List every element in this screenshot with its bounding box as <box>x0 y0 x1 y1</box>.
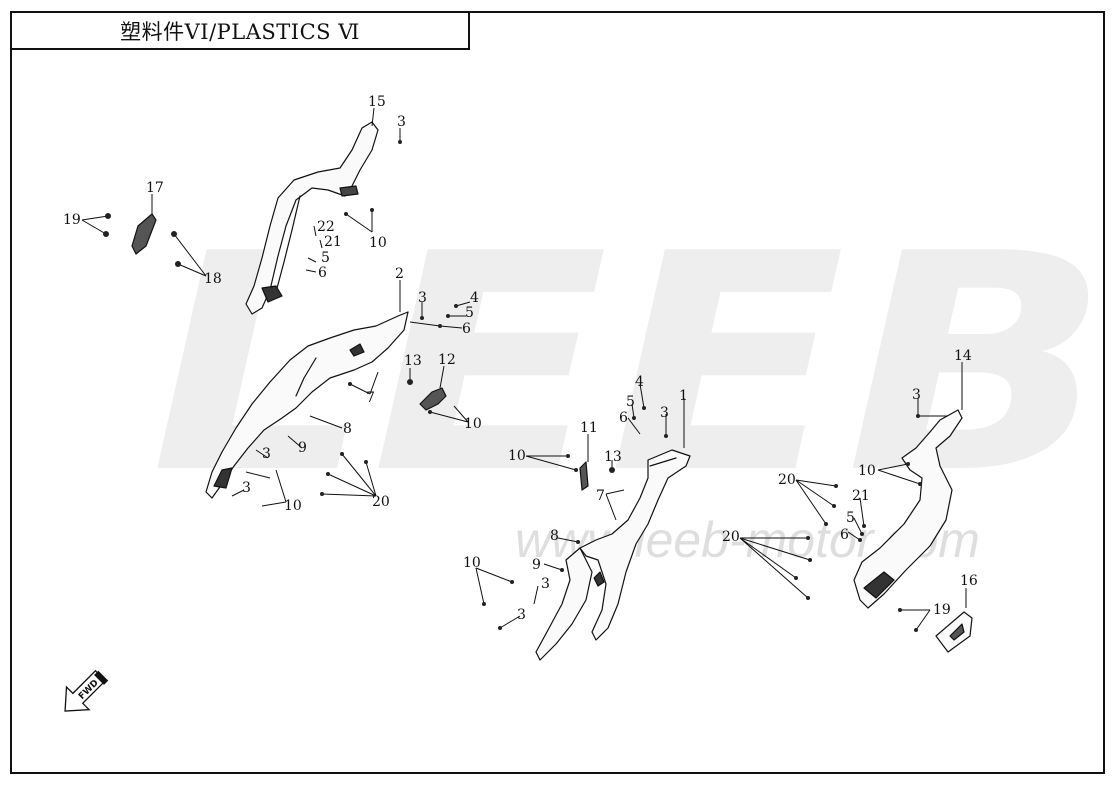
callout-10b: 10 <box>464 416 482 432</box>
callout-15: 15 <box>368 94 386 110</box>
callout-13: 13 <box>404 353 422 369</box>
callout-13b: 13 <box>604 449 622 465</box>
part-11-bracket <box>579 461 589 491</box>
callout-9: 9 <box>298 440 307 456</box>
callout-18: 18 <box>204 271 222 287</box>
callout-22: 22 <box>317 219 335 235</box>
part-12-bracket <box>419 387 447 411</box>
part-15-rear-cowl <box>245 121 379 315</box>
callout-10f: 10 <box>858 463 876 479</box>
callout-10c: 10 <box>284 498 302 514</box>
callout-3d: 3 <box>242 480 251 496</box>
callout-5b: 5 <box>465 305 474 321</box>
callout-20b: 20 <box>778 472 796 488</box>
callout-7b: 7 <box>596 488 605 504</box>
callout-19: 19 <box>63 212 81 228</box>
callout-3e: 3 <box>660 405 669 421</box>
callout-labels: 15 3 10 22 21 5 6 17 19 18 2 3 4 5 6 13 … <box>63 94 978 623</box>
part-14-rear-cowl <box>853 409 963 609</box>
callout-9b: 9 <box>532 557 541 573</box>
callout-10: 10 <box>369 235 387 251</box>
callout-16: 16 <box>960 573 978 589</box>
callout-6c: 6 <box>619 410 628 426</box>
callout-8b: 8 <box>550 528 559 544</box>
callout-6: 6 <box>318 265 327 281</box>
callout-5d: 5 <box>846 510 855 526</box>
callout-3: 3 <box>397 114 406 130</box>
callout-5c: 5 <box>626 394 635 410</box>
callout-3g: 3 <box>517 607 526 623</box>
callout-3c: 3 <box>262 446 271 462</box>
callout-21: 21 <box>324 234 342 250</box>
callout-6b: 6 <box>462 321 471 337</box>
callout-4: 4 <box>470 290 479 306</box>
fwd-label: FWD <box>77 678 101 702</box>
callout-5: 5 <box>321 250 330 266</box>
page-title: 塑料件VI/PLASTICS Ⅵ <box>10 11 470 50</box>
callout-4b: 4 <box>635 374 644 390</box>
callout-17: 17 <box>146 180 164 196</box>
fasteners <box>103 140 922 632</box>
part-16-plate <box>935 611 973 653</box>
drawing-frame <box>10 11 1105 774</box>
callout-3h: 3 <box>912 387 921 403</box>
callout-3b: 3 <box>418 290 427 306</box>
part-1-right-side-cover <box>535 449 691 661</box>
callout-10e: 10 <box>463 555 481 571</box>
callout-11: 11 <box>580 420 598 436</box>
callout-6d: 6 <box>840 527 849 543</box>
callout-12: 12 <box>438 352 456 368</box>
callout-10d: 10 <box>508 448 526 464</box>
callout-1: 1 <box>679 388 688 404</box>
fwd-arrow-icon: FWD <box>64 669 109 712</box>
callout-7: 7 <box>366 390 375 406</box>
callout-14: 14 <box>954 348 972 364</box>
callout-8: 8 <box>343 421 352 437</box>
callout-21b: 21 <box>852 488 870 504</box>
callout-3f: 3 <box>541 576 550 592</box>
callout-20c: 20 <box>722 529 740 545</box>
callout-20: 20 <box>372 494 390 510</box>
callout-19b: 19 <box>933 602 951 618</box>
callout-2: 2 <box>395 266 404 282</box>
part-2-left-side-cover <box>205 311 409 499</box>
